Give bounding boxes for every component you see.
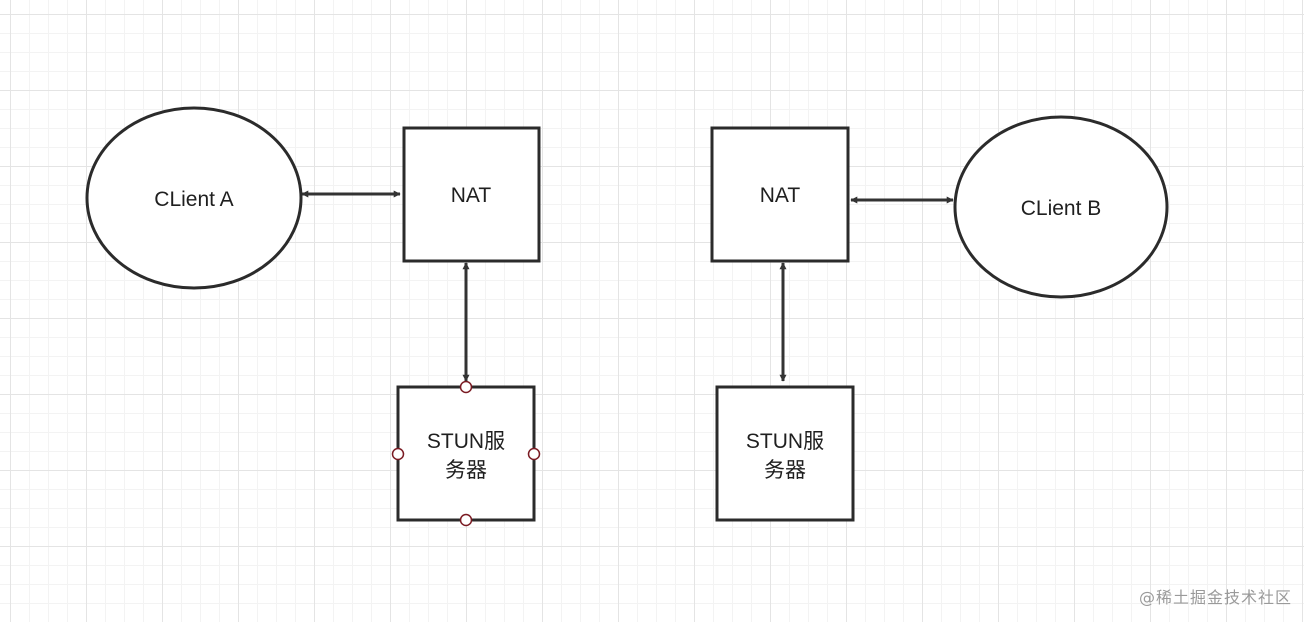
client-b-ellipse xyxy=(953,115,1169,299)
stun-a-node[interactable]: STUN服 务器 xyxy=(391,380,541,527)
client-a-ellipse xyxy=(85,106,303,290)
stun-b-node[interactable]: STUN服 务器 xyxy=(715,385,855,522)
stun-a-label-line2: 务器 xyxy=(445,459,487,482)
stun-a-handle-top[interactable] xyxy=(459,380,473,394)
nat-b-node[interactable]: NAT xyxy=(710,126,850,263)
stun-a-handle-right[interactable] xyxy=(527,447,541,461)
nat-a-label: NAT xyxy=(451,184,492,207)
stun-a-handle-bottom[interactable] xyxy=(459,513,473,527)
client-a-node[interactable]: CLient A xyxy=(85,106,303,290)
nat-a-node[interactable]: NAT xyxy=(402,126,541,263)
nat-b-box xyxy=(710,126,850,263)
stun-a-handle-left[interactable] xyxy=(391,447,405,461)
stun-a-label-line1: STUN服 xyxy=(427,430,505,453)
stun-b-label-line2: 务器 xyxy=(764,459,806,482)
stun-a-box xyxy=(396,385,536,522)
nat-b-label: NAT xyxy=(760,184,801,207)
client-a-label: CLient A xyxy=(154,188,233,211)
watermark-text: @稀土掘金技术社区 xyxy=(1138,588,1292,607)
client-b-node[interactable]: CLient B xyxy=(953,115,1169,299)
stun-b-box xyxy=(715,385,855,522)
nat-a-box xyxy=(402,126,541,263)
stun-b-label-line1: STUN服 xyxy=(746,430,824,453)
client-b-label: CLient B xyxy=(1021,197,1102,220)
